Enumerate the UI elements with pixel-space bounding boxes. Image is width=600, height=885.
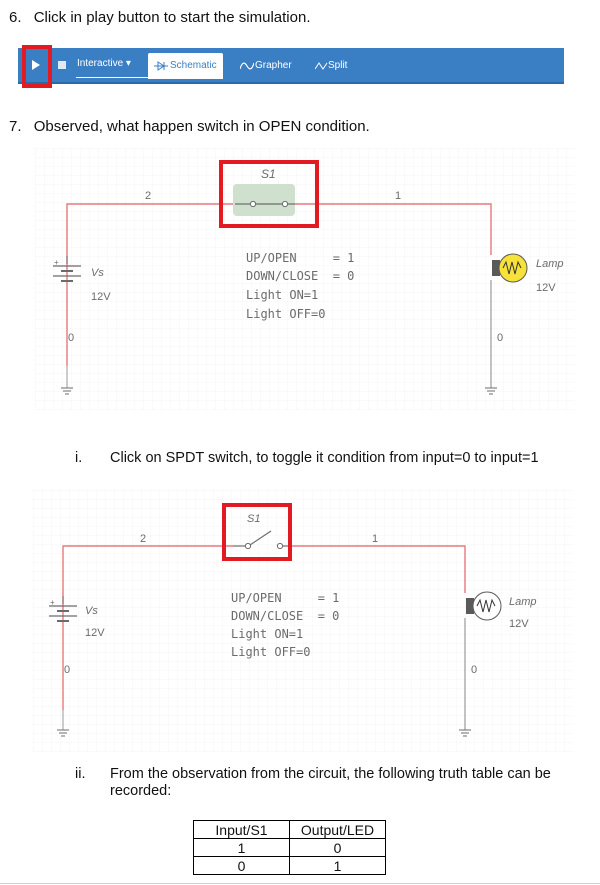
tab-grapher[interactable]: Grapher bbox=[238, 53, 303, 79]
wire-right bbox=[293, 203, 492, 255]
mode-underline bbox=[76, 77, 148, 78]
lamp-off-icon bbox=[466, 591, 502, 621]
wire-right bbox=[291, 545, 466, 593]
ground-icon bbox=[61, 366, 73, 395]
table-cell: 1 bbox=[193, 838, 290, 857]
node-label-left: 2 bbox=[140, 533, 146, 545]
tab-split[interactable]: Split bbox=[313, 53, 363, 79]
step-7: 7. Observed, what happen switch in OPEN … bbox=[9, 118, 370, 135]
column-header: Output/LED bbox=[289, 820, 386, 839]
svg-text:+: + bbox=[54, 258, 59, 267]
wire-left bbox=[66, 203, 235, 366]
table-row: 0 1 bbox=[193, 856, 386, 875]
note-line: Light OFF=0 bbox=[246, 307, 325, 321]
table-cell: 0 bbox=[193, 856, 290, 875]
ground-icon bbox=[57, 710, 69, 737]
table-cell: 0 bbox=[289, 838, 386, 857]
note-line: Light ON=1 bbox=[246, 288, 318, 302]
mode-dropdown[interactable]: Interactive ▾ bbox=[77, 58, 131, 69]
tab-split-label: Split bbox=[328, 60, 348, 71]
stop-icon[interactable] bbox=[58, 61, 66, 69]
step-number: i. bbox=[75, 450, 83, 466]
node-label-ground-right: 0 bbox=[471, 664, 477, 676]
svg-text:+: + bbox=[50, 598, 55, 607]
step-ii: ii. From the observation from the circui… bbox=[75, 766, 551, 799]
grid-background bbox=[35, 148, 575, 410]
switch-label: S1 bbox=[247, 513, 260, 525]
tab-grapher-label: Grapher bbox=[255, 60, 292, 71]
step-text: Click in play button to start the simula… bbox=[33, 9, 311, 26]
note-line: Light ON=1 bbox=[231, 627, 303, 641]
play-icon[interactable] bbox=[31, 59, 41, 71]
tab-schematic-label: Schematic bbox=[170, 60, 217, 71]
node-label-right: 1 bbox=[395, 190, 401, 202]
column-header: Input/S1 bbox=[193, 820, 290, 839]
mode-label: Interactive bbox=[77, 58, 124, 69]
step-i: i. Click on SPDT switch, to toggle it co… bbox=[75, 450, 539, 466]
table-header-row: Input/S1 Output/LED bbox=[193, 820, 386, 839]
note-line: Light OFF=0 bbox=[231, 645, 310, 659]
ground-icon bbox=[459, 729, 471, 737]
source-value: 12V bbox=[85, 627, 105, 639]
step-text: Observed, what happen switch in OPEN con… bbox=[33, 118, 370, 135]
play-highlight-box bbox=[22, 45, 52, 88]
node-label-ground-left: 0 bbox=[64, 664, 70, 676]
tab-schematic[interactable]: Schematic bbox=[148, 53, 223, 79]
circuit-diagram-closed: S1 2 1 + Vs 12V 0 Lamp 12V 0 UP/OPEN = 1… bbox=[35, 148, 575, 410]
note-line: DOWN/CLOSE = 0 bbox=[246, 269, 354, 283]
switch-selection bbox=[233, 184, 295, 216]
source-label: Vs bbox=[91, 267, 104, 279]
note-line: UP/OPEN = 1 bbox=[246, 251, 354, 265]
diode-icon bbox=[154, 61, 168, 71]
step-number: 7. bbox=[9, 118, 22, 135]
ground-icon bbox=[485, 387, 497, 395]
grid-background bbox=[33, 490, 573, 752]
simulator-toolbar: Interactive ▾ Schematic Grapher Split bbox=[18, 48, 564, 84]
table-row: 1 0 bbox=[193, 838, 386, 857]
battery-icon: + bbox=[53, 256, 81, 282]
circuit-diagram-open: S1 2 1 + Vs 12V 0 Lamp 12V 0 UP/OPEN = 1… bbox=[33, 490, 573, 752]
lamp-on-icon bbox=[492, 253, 528, 283]
source-value: 12V bbox=[91, 291, 111, 303]
switch-highlight-box bbox=[222, 503, 292, 561]
node-label-ground-right: 0 bbox=[497, 332, 503, 344]
node-label-ground-left: 0 bbox=[68, 332, 74, 344]
switch-highlight-box bbox=[219, 160, 319, 228]
lamp-label: Lamp bbox=[536, 258, 564, 270]
step-text: From the observation from the circuit, t… bbox=[110, 766, 551, 799]
split-icon bbox=[315, 62, 328, 70]
truth-table: Input/S1 Output/LED 1 0 0 1 bbox=[193, 820, 386, 875]
battery-icon: + bbox=[49, 596, 77, 622]
wave-icon bbox=[240, 62, 254, 70]
switch-s1[interactable] bbox=[233, 184, 295, 216]
chevron-down-icon: ▾ bbox=[125, 58, 131, 69]
node-label-right: 1 bbox=[372, 533, 378, 545]
note-line: DOWN/CLOSE = 0 bbox=[231, 609, 339, 623]
table-cell: 1 bbox=[289, 856, 386, 875]
step-number: ii. bbox=[75, 766, 86, 782]
switch-s1[interactable] bbox=[233, 530, 291, 550]
wire-left bbox=[62, 545, 233, 710]
step-6: 6. Click in play button to start the sim… bbox=[9, 9, 310, 26]
node-label-left: 2 bbox=[145, 190, 151, 202]
lamp-value: 12V bbox=[536, 282, 556, 294]
source-label: Vs bbox=[85, 605, 98, 617]
note-line: UP/OPEN = 1 bbox=[231, 591, 339, 605]
page-divider bbox=[0, 883, 600, 884]
step-text: Click on SPDT switch, to toggle it condi… bbox=[110, 450, 539, 466]
switch-label: S1 bbox=[261, 167, 276, 181]
step-number: 6. bbox=[9, 9, 22, 26]
lamp-value: 12V bbox=[509, 618, 529, 630]
lamp-label: Lamp bbox=[509, 596, 537, 608]
